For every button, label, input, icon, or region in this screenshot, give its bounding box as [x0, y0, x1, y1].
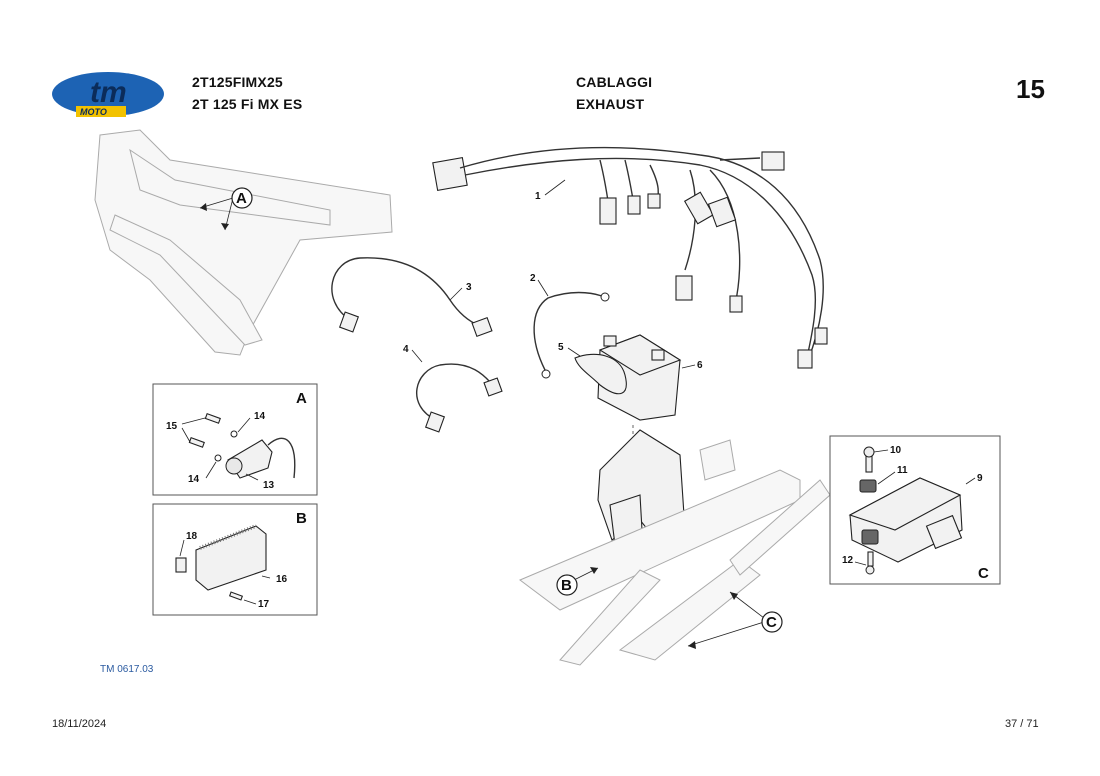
- svg-text:16: 16: [276, 574, 288, 585]
- logo-subtext: MOTO: [80, 107, 107, 117]
- svg-text:5: 5: [558, 342, 564, 353]
- svg-text:18: 18: [186, 531, 198, 542]
- svg-text:C: C: [766, 614, 777, 631]
- svg-text:A: A: [296, 390, 307, 407]
- svg-text:14: 14: [188, 474, 200, 485]
- tm-moto-logo-icon: tm MOTO: [52, 72, 164, 117]
- brand-logo: tm MOTO: [50, 68, 170, 122]
- svg-text:13: 13: [263, 480, 275, 491]
- svg-text:4: 4: [403, 344, 409, 355]
- inset-a: A 15 14 14 13: [152, 383, 318, 496]
- svg-text:3: 3: [466, 282, 472, 293]
- battery-cable-3: 3: [331, 257, 493, 338]
- logo-text: tm: [90, 76, 127, 109]
- svg-text:B: B: [561, 577, 572, 594]
- section-title-en: EXHAUST: [576, 96, 645, 112]
- svg-text:B: B: [296, 510, 307, 527]
- section-title-it: CABLAGGI: [576, 74, 653, 90]
- inset-c: C 10 11 9 12: [829, 435, 1001, 585]
- regulator-16: [175, 524, 267, 591]
- svg-text:15: 15: [166, 421, 178, 432]
- print-date: 18/11/2024: [52, 718, 107, 730]
- callout-c: C: [687, 591, 783, 649]
- drawing-reference: TM 0617.03: [100, 664, 154, 675]
- svg-text:10: 10: [890, 445, 902, 456]
- wiring-harness: 1: [432, 147, 828, 369]
- table-number: 15: [1016, 74, 1045, 104]
- ignition-coil-13: [225, 437, 296, 479]
- rear-frame-ghost: [519, 439, 831, 666]
- svg-text:C: C: [978, 565, 989, 582]
- frame-ghost-top: [94, 129, 393, 356]
- ground-cable-2: 2: [530, 273, 610, 379]
- battery-cable-4: 4: [403, 344, 503, 433]
- callout-b: B: [556, 567, 599, 596]
- battery-6: 6: [597, 334, 703, 421]
- svg-text:17: 17: [258, 599, 270, 610]
- page-indicator: 37 / 71: [1005, 718, 1039, 730]
- model-code: 2T125FIMX25: [192, 74, 283, 90]
- svg-text:9: 9: [977, 473, 983, 484]
- inset-b: B 18 16 17: [152, 503, 318, 616]
- svg-text:14: 14: [254, 411, 266, 422]
- callout-a: A: [199, 187, 253, 231]
- model-name: 2T 125 Fi MX ES: [192, 96, 303, 112]
- svg-text:11: 11: [897, 465, 908, 476]
- svg-text:2: 2: [530, 273, 536, 284]
- svg-text:1: 1: [535, 191, 541, 202]
- svg-text:A: A: [236, 190, 247, 207]
- svg-text:6: 6: [697, 360, 703, 371]
- svg-text:12: 12: [842, 555, 854, 566]
- battery-strap-5: 5: [558, 342, 627, 395]
